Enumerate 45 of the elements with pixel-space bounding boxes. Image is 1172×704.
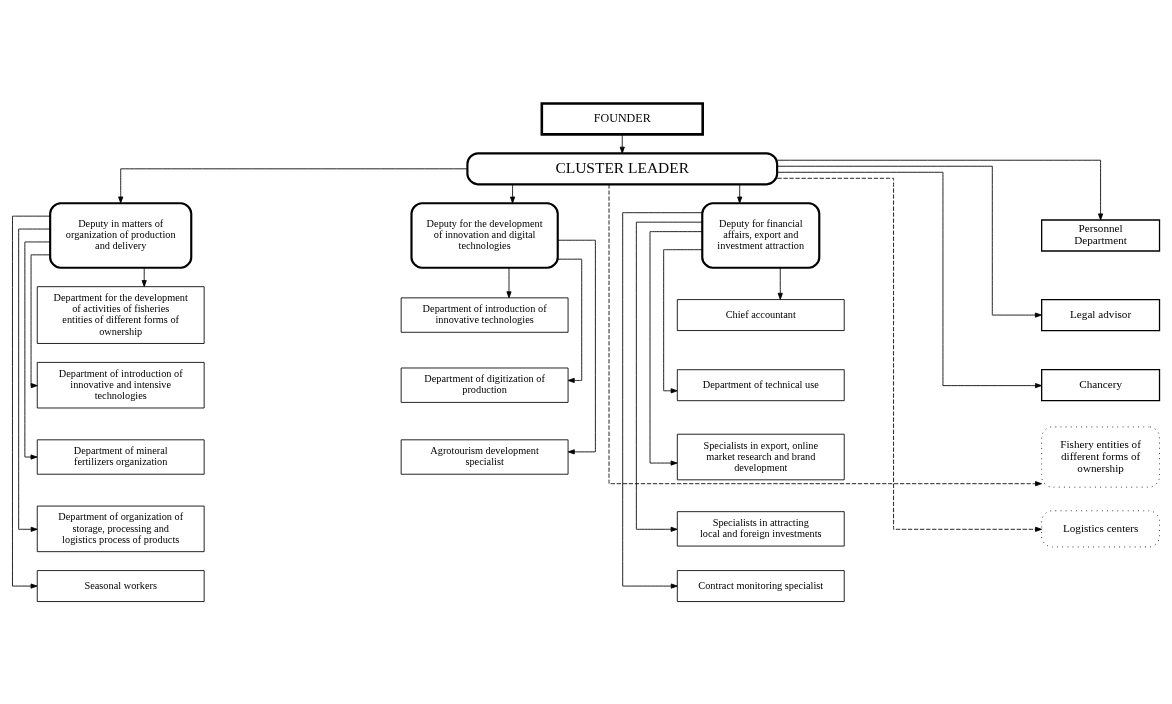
arrow: [649, 230, 703, 466]
arrow: [776, 177, 1042, 532]
node-box: Deputy in matters of organization of production and delivery: [49, 201, 193, 269]
node-box: Department for the development of activities of fisheries entities of different forms of ownership: [36, 285, 205, 344]
arrow: [18, 228, 51, 532]
arrow: [622, 211, 703, 589]
arrow: [776, 171, 1042, 388]
arrow: [557, 239, 596, 454]
node-box: Agrotourism development specialist: [400, 438, 569, 475]
node-box: FOUNDER: [540, 101, 704, 136]
node-box: Chancery: [1041, 368, 1161, 401]
arrow: [776, 159, 1104, 220]
node-box: Chief accountant: [676, 298, 845, 331]
arrow: [141, 266, 147, 287]
arrow: [737, 183, 743, 203]
arrow: [30, 253, 51, 388]
arrow: [635, 221, 703, 532]
arrow: [608, 183, 1042, 486]
node-box: Department of introduction of innovative technologies: [400, 296, 569, 333]
node-box: Logistics centers: [1041, 509, 1160, 547]
node-box: Seasonal workers: [36, 569, 205, 602]
node-box: Department of technical use: [676, 368, 845, 401]
arrow: [619, 133, 625, 154]
arrow: [663, 248, 703, 393]
node-box: Department of digitization of production: [400, 367, 569, 403]
arrow: [777, 266, 783, 300]
node-box: Deputy for the development of innovation and digital technologies: [410, 201, 559, 269]
node-box: Department of organization of storage, processing and logistics process of products: [36, 505, 205, 552]
node-box: Deputy for financial affairs, export and investment attraction: [701, 201, 821, 269]
node-box: Fishery entities of different forms of ownership: [1041, 426, 1160, 488]
node-box: Contract monitoring specialist: [676, 569, 845, 602]
node-box: Department of introduction of innovative and intensive technologies: [36, 361, 205, 408]
arrow: [510, 183, 516, 203]
node-box: Department of mineral fertilizers organization: [36, 438, 205, 475]
arrow: [776, 165, 1042, 318]
node-box: CLUSTER LEADER: [466, 151, 779, 185]
node-box: Personnel Department: [1041, 218, 1161, 252]
arrow: [506, 266, 512, 298]
node-box: Specialists in attracting local and foreign investments: [676, 510, 845, 546]
arrow: [557, 258, 583, 383]
arrow: [24, 241, 51, 460]
arrow: [118, 167, 468, 203]
node-box: Specialists in export, online market research and brand development: [676, 433, 845, 480]
node-box: Legal advisor: [1041, 298, 1161, 331]
arrow: [12, 215, 51, 589]
